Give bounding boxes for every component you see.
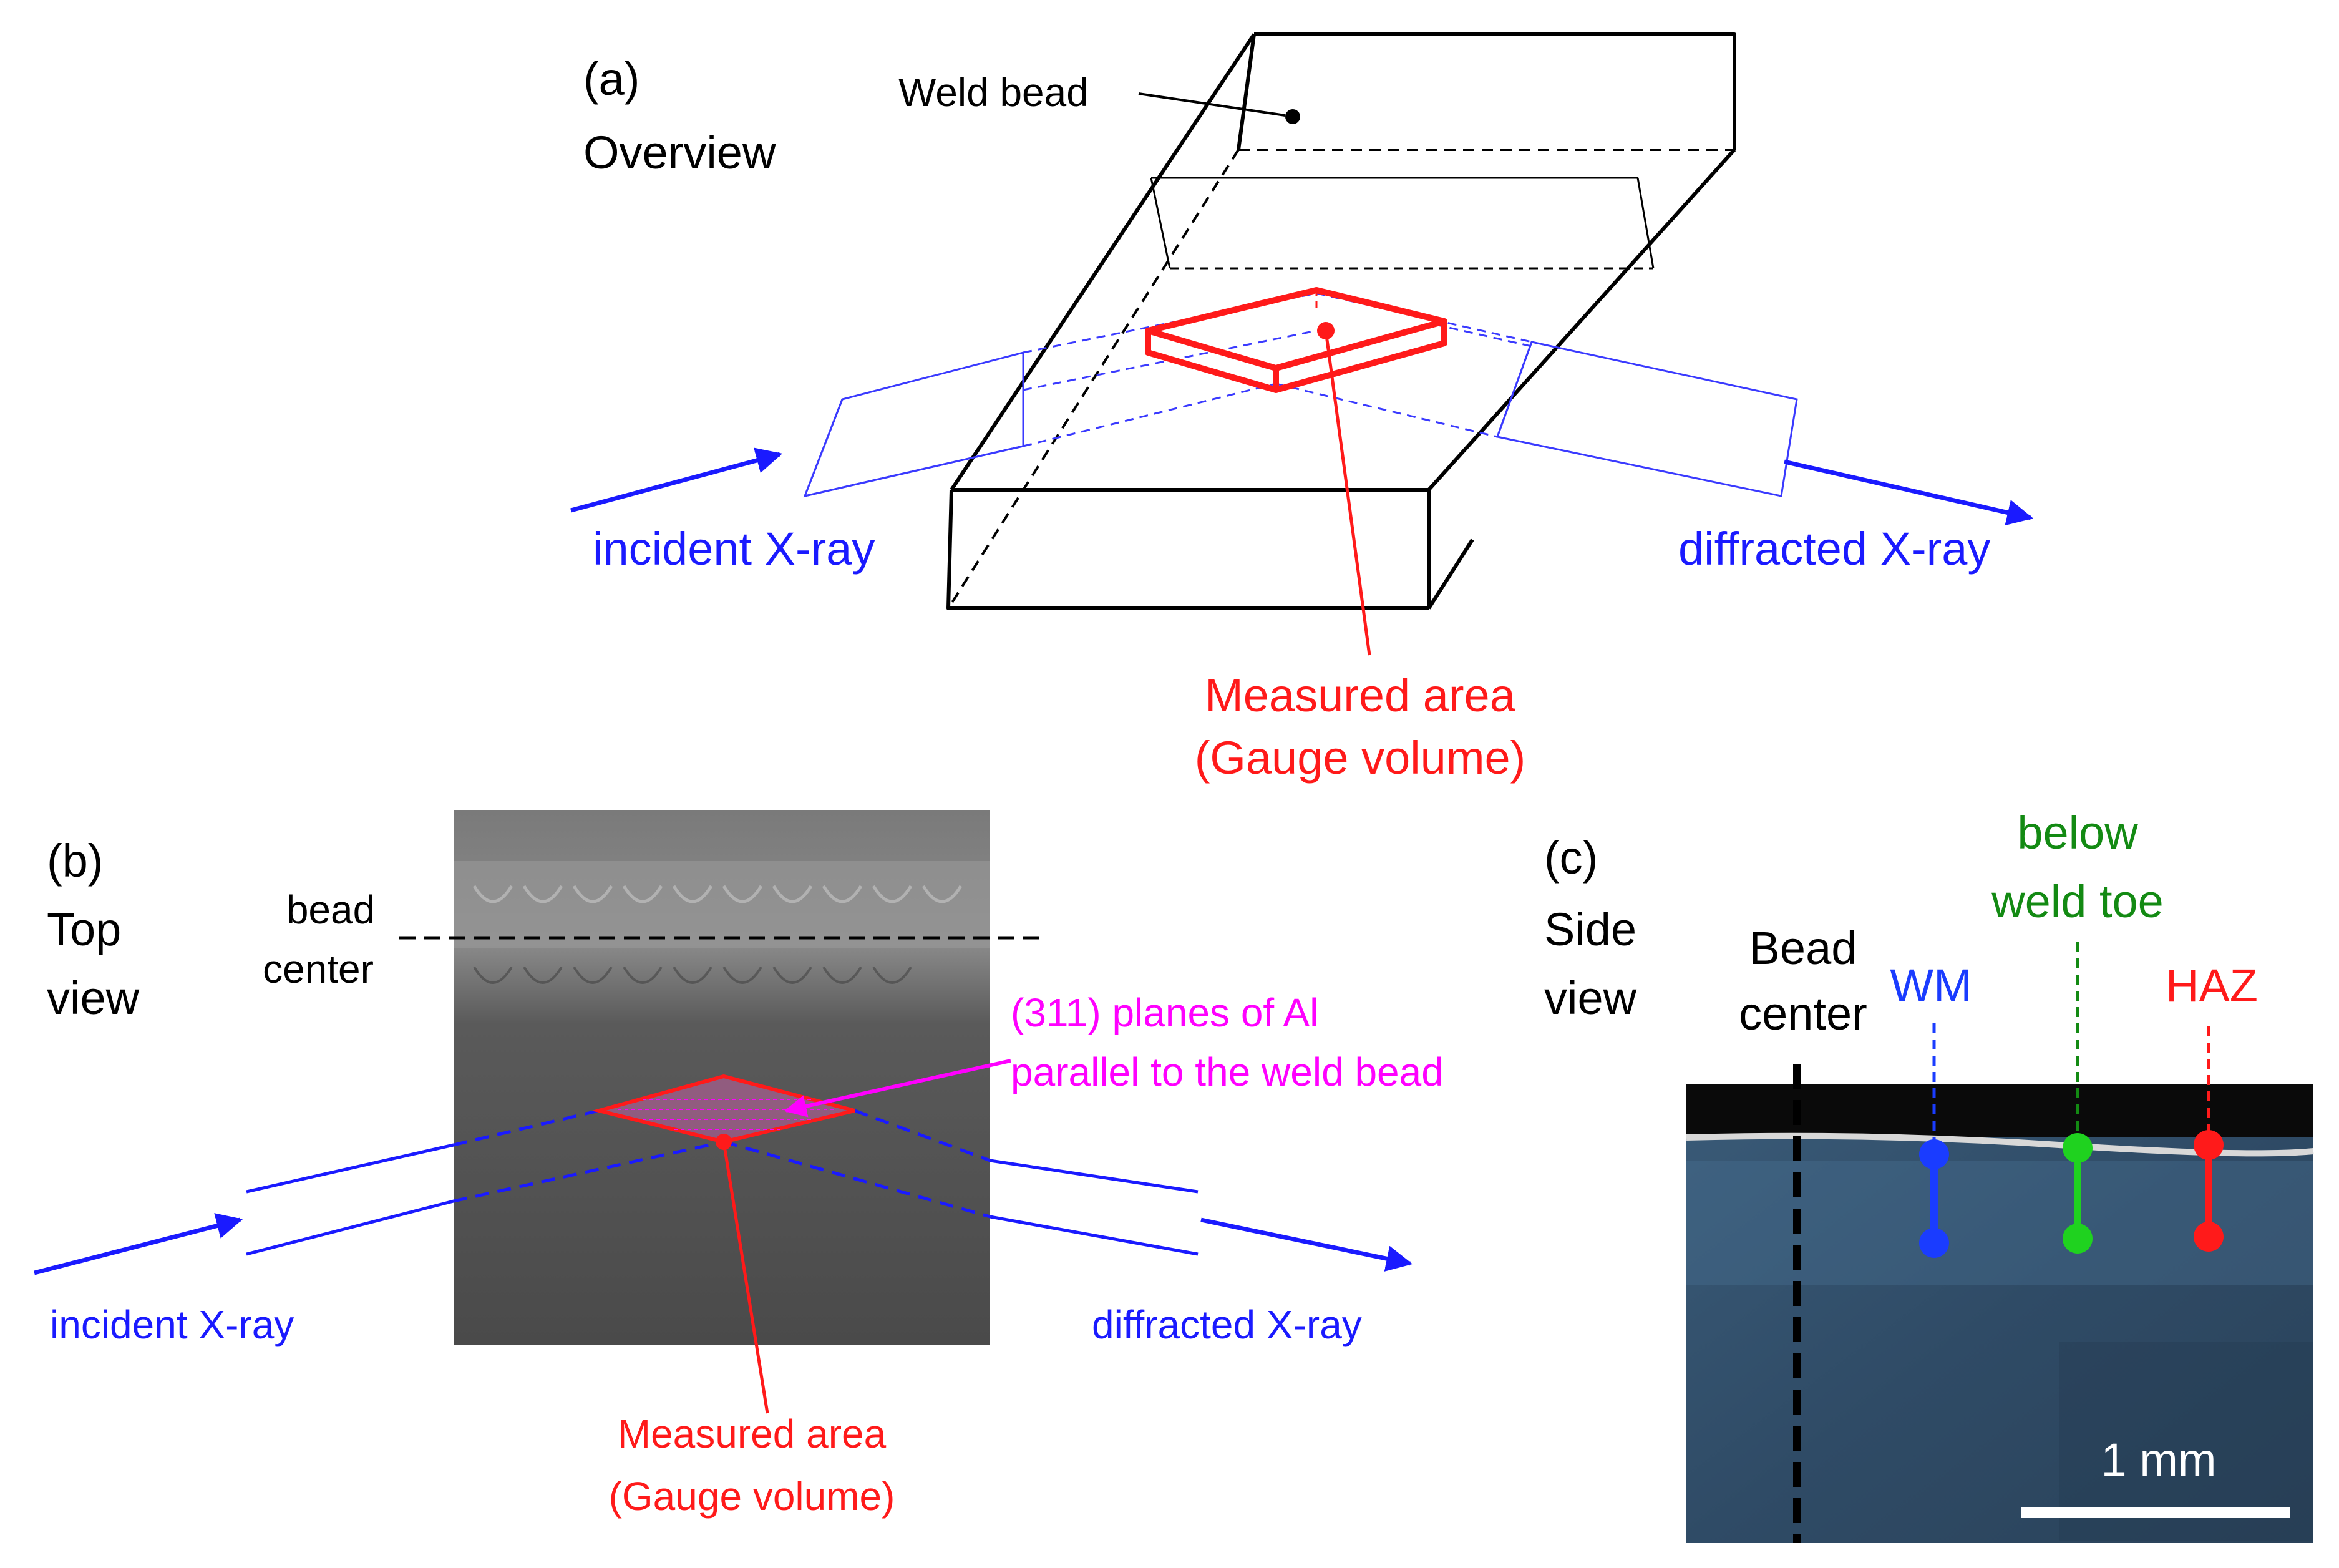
panel-b: (b) Top view bead center [34,810,1444,1519]
planes-pointer [784,1059,1011,1118]
panel-c: (c) Side view Bead center WM below weld … [1544,807,2314,1543]
measured-area-label-b: Measured area [618,1411,887,1456]
incident-beam [803,351,1024,498]
bead-center-label-b1: bead [286,887,375,932]
diffracted-label-b: diffracted X-ray [1092,1302,1362,1347]
gauge-diamond-b [591,1074,855,1144]
weld-bead-label: Weld bead [898,70,1089,115]
gauge-center-marker [1317,322,1335,339]
beam-lines-b [246,1143,1199,1256]
bead-center-label-b2: center [263,947,374,991]
panel-c-letter: (c) [1544,832,1598,884]
toe-point-bottom [2063,1224,2093,1254]
gauge-volume [1145,287,1447,393]
panel-b-letter: (b) [47,835,103,887]
diffracted-arrow [1784,459,2034,526]
wm-point-top [1919,1139,1949,1169]
incident-arrow [570,447,783,513]
planes-label-line1: (311) planes of Al [1011,990,1318,1035]
panel-a-title: Overview [583,127,776,178]
wm-point-bottom [1919,1228,1949,1258]
panel-a-letter: (a) [583,53,639,105]
below-weld-toe-line2: weld toe [1991,875,2164,927]
planes-label-line2: parallel to the weld bead [1011,1049,1444,1094]
incident-label-b: incident X-ray [50,1302,294,1347]
toe-point-top [2063,1133,2093,1163]
panel-b-title-line2: view [47,972,140,1024]
wm-label: WM [1890,960,1972,1011]
measured-area-label-a: Measured area [1205,670,1516,721]
bead-center-label-c2: center [1739,988,1867,1040]
haz-label: HAZ [2166,960,2258,1011]
gauge-center-marker-b [716,1134,732,1150]
incident-arrow-b [34,1213,243,1275]
panel-c-title-line2: view [1544,972,1637,1024]
incident-label-a: incident X-ray [593,523,875,575]
weld-bead-marker [1285,109,1300,124]
gauge-volume-label-a: (Gauge volume) [1195,732,1526,784]
scale-bar-label: 1 mm [2101,1434,2217,1486]
below-weld-toe-line1: below [2017,807,2138,859]
gauge-volume-label-b: (Gauge volume) [609,1474,895,1519]
bead-center-label-c1: Bead [1749,922,1857,974]
diffracted-arrow-b [1200,1217,1413,1272]
haz-point-top [2194,1130,2224,1160]
scale-bar [2021,1507,2290,1518]
panel-a: (a) Overview Weld bead [570,32,2034,784]
panel-c-title-line1: Side [1544,903,1636,955]
top-view-photo [454,810,990,1345]
weld-block [946,32,1736,610]
haz-point-bottom [2194,1222,2224,1252]
diffracted-beam [1496,341,1798,497]
diffracted-label-a: diffracted X-ray [1678,523,1990,575]
panel-b-title-line1: Top [47,903,121,955]
